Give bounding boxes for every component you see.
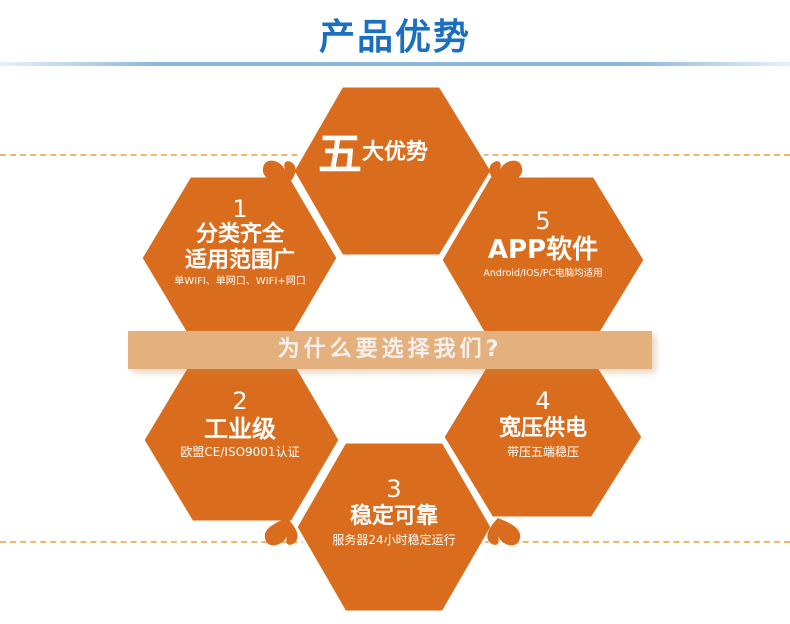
hex-3-number: 3	[386, 475, 402, 503]
page-title: 产品优势	[318, 17, 471, 58]
hex-3-title: 稳定可靠	[349, 504, 438, 529]
hex-5-number: 5	[535, 207, 551, 235]
hex-4-content: 4 宽压供电 带压五端稳压	[453, 388, 633, 460]
hex-5-title: APP软件	[487, 235, 599, 265]
hex-4-title: 宽压供电	[498, 416, 587, 441]
heart-icon	[262, 160, 296, 188]
hex-2-content: 2 工业级 欧盟CE/ISO9001认证	[150, 388, 330, 460]
center-big-char: 五	[318, 129, 362, 180]
heart-icon	[264, 518, 298, 546]
center-rest: 大优势	[362, 140, 429, 165]
hex-1-title-line1: 分类齐全	[195, 222, 284, 247]
heart-icon	[489, 160, 523, 188]
hex-1-number: 1	[232, 195, 248, 223]
hex-4-number: 4	[535, 387, 551, 415]
hex-1-content: 1 分类齐全 适用范围广 单WIFI、单网口、WIFI+网口	[150, 196, 330, 290]
center-title: 五大优势	[318, 118, 478, 182]
hex-3-subtitle: 服务器24小时稳定运行	[332, 533, 456, 547]
hex-5-content: 5 APP软件 Android/IOS/PC电脑均适用	[453, 208, 633, 282]
heart-icon	[487, 518, 521, 546]
why-choose-us-banner: 为什么要选择我们?	[128, 331, 652, 369]
hex-3	[294, 440, 494, 614]
hex-2-subtitle: 欧盟CE/ISO9001认证	[180, 445, 300, 459]
hex-5-subtitle: Android/IOS/PC电脑均适用	[483, 268, 603, 279]
hex-2-title: 工业级	[204, 415, 276, 443]
title-underline	[0, 62, 790, 66]
hex-4-subtitle: 带压五端稳压	[506, 445, 579, 459]
hex-2-number: 2	[232, 387, 248, 415]
banner-text: 为什么要选择我们?	[277, 337, 503, 362]
hex-1-subtitle: 单WIFI、单网口、WIFI+网口	[174, 276, 306, 287]
hex-1-title-line2: 适用范围广	[184, 248, 295, 273]
hex-3-content: 3 稳定可靠 服务器24小时稳定运行	[304, 476, 484, 548]
